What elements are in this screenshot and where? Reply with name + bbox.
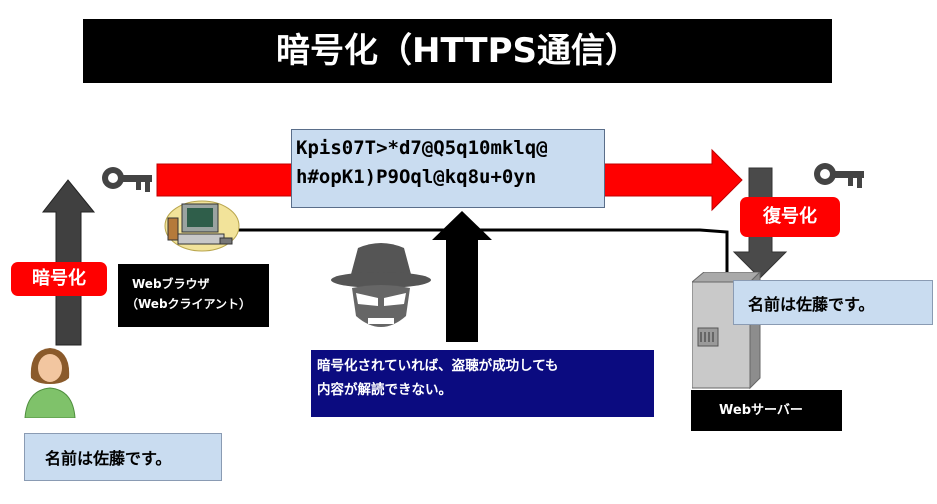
page-title: 暗号化（HTTPS通信） [83,19,832,83]
key-icon [102,167,152,192]
browser-label: Webブラウザ （Webクライアント） [118,264,269,327]
encrypt-label: 暗号化 [11,262,107,296]
client-message: 名前は佐藤です。 [24,433,222,481]
warning-line-2: 内容が解読できない。 [317,382,452,398]
cipher-line-1: Kpis07T>*d7@Q5q10mklq@ [296,137,548,159]
person-icon [24,348,76,418]
browser-label-line2: （Webクライアント） [126,297,252,311]
eavesdrop-arrow [432,211,492,342]
hacker-icon [331,243,431,327]
browser-label-line1: Webブラウザ [132,277,210,291]
decrypt-label: 復号化 [740,197,840,237]
cipher-text-box: Kpis07T>*d7@Q5q10mklq@ h#opK1)P9Oql@kq8u+… [291,129,605,208]
cipher-line-2: h#opK1)P9Oql@kq8u+0yn [296,166,537,188]
key-icon [814,163,864,188]
warning-box: 暗号化されていれば、盗聴が成功しても 内容が解読できない。 [311,350,654,417]
server-message: 名前は佐藤です。 [733,280,933,325]
server-label: Webサーバー [691,390,842,431]
warning-line-1: 暗号化されていれば、盗聴が成功しても [317,358,559,374]
computer-icon [164,200,240,252]
